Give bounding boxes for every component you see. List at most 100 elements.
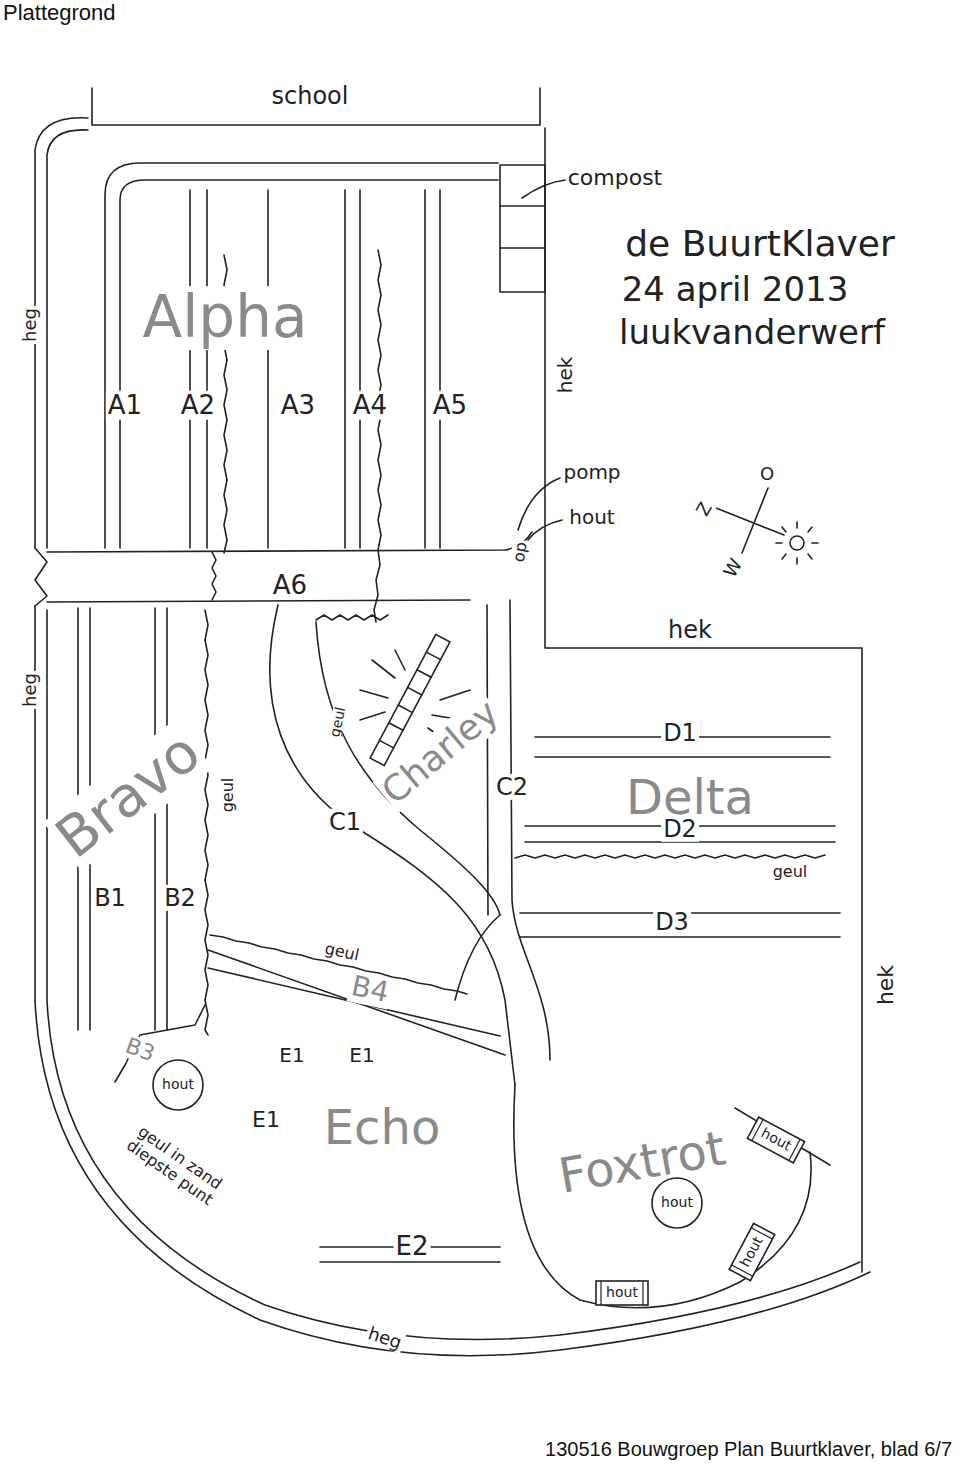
map-stroke [796,522,798,528]
callout-label: hout [567,506,616,528]
map-stroke [316,615,388,620]
bed-label: B4 [347,971,394,1010]
bed-label: C2 [494,774,530,800]
node-outline [729,1223,775,1280]
callout-label: compost [566,166,665,190]
map-stroke [360,690,388,698]
ditch-label: geul [771,863,810,881]
map-stroke [47,600,470,602]
bed-label: E1 [347,1044,376,1066]
compass-letter: Z [691,497,716,521]
map-stroke [320,1261,500,1263]
area-name: Bravo [43,719,213,870]
bed-label: B2 [162,885,198,911]
fence-label: hek [666,617,714,643]
map-stroke [154,608,156,1030]
map-stroke [782,527,786,532]
compass-letter: O [758,464,776,484]
map-stroke [35,548,47,606]
ditch-label: geul [219,776,237,815]
map-stroke [270,605,515,1085]
map-stroke [120,180,498,548]
bed-label: C1 [327,809,363,835]
map-stroke [398,705,412,713]
map-stroke [47,610,860,1340]
node-outline [596,1281,648,1305]
map-stroke [808,527,812,532]
map-stroke [166,608,168,1030]
map-stroke [500,165,545,292]
garden-name: de BuurtKlaver [623,224,897,264]
map-stroke [528,520,562,540]
date-label: 24 april 2013 [620,271,851,308]
map-stroke [344,190,346,548]
node-outline [747,1117,804,1163]
map-stroke [545,128,862,1272]
map-stroke [500,247,545,249]
map-stroke [716,508,784,535]
map-stroke [360,712,385,720]
map-stroke [808,554,812,559]
map-stroke [35,118,88,548]
bed-label: A4 [351,391,389,420]
bed-label: D1 [661,720,699,746]
wood-pile-circle: hout [152,1059,204,1111]
map-stroke [812,542,818,544]
bed-label: D3 [653,909,691,935]
bed-label: D2 [661,816,699,842]
callout-label: op [509,539,530,566]
map-stroke [424,190,426,548]
fence-label: hek [554,355,576,396]
map-stroke [487,605,488,915]
callout-label: pomp [561,461,622,483]
wood-pile-circle: hout [651,1177,703,1229]
map-stroke [735,1108,830,1165]
bed-label: A6 [271,571,309,600]
map-stroke [267,190,269,548]
map-stroke [105,163,498,548]
map-stroke [520,936,840,938]
map-stroke [782,554,786,559]
node-outline [642,1281,643,1305]
bed-label: A3 [279,391,317,420]
wood-stack-box: hout [728,1222,776,1282]
node-outline [153,1060,203,1110]
map-stroke [389,723,403,731]
bed-label: A5 [431,391,469,420]
map-stroke [208,968,500,1036]
building-label: school [270,83,351,109]
compass-letter: W [719,554,747,583]
map-stroke [417,670,431,678]
node-outline [652,1178,702,1228]
map-stroke [359,190,361,548]
map-stroke [47,130,88,548]
page-caption: 130516 Bouwgroep Plan Buurtklaver, blad … [545,1438,952,1461]
fence-label: hek [874,963,898,1007]
map-stroke [372,660,395,678]
map-stroke [796,558,798,564]
ditch-label: geul [327,704,349,741]
map-stroke [408,687,422,695]
map-stroke [510,600,550,1060]
map-stroke [212,552,216,600]
map-stroke [374,250,381,622]
author-label: luukvanderwerf [617,314,887,351]
map-stroke [439,190,441,548]
map-stroke [189,190,191,548]
hedge-label: heg [20,306,40,344]
bed-label: B1 [92,885,128,911]
map-stroke [515,855,825,858]
map-stroke [455,915,500,1000]
map-stroke [522,180,566,198]
bed-label: A1 [106,391,144,420]
map-stroke [426,652,440,660]
map-stroke [440,690,470,700]
area-name: Alpha [141,286,310,350]
node-outline [600,1281,601,1305]
area-name: Foxtrot [553,1121,731,1203]
map-stroke [379,740,393,748]
wood-stack-box: hout [595,1280,649,1306]
map-stroke [206,190,208,548]
bed-label: A2 [179,391,217,420]
